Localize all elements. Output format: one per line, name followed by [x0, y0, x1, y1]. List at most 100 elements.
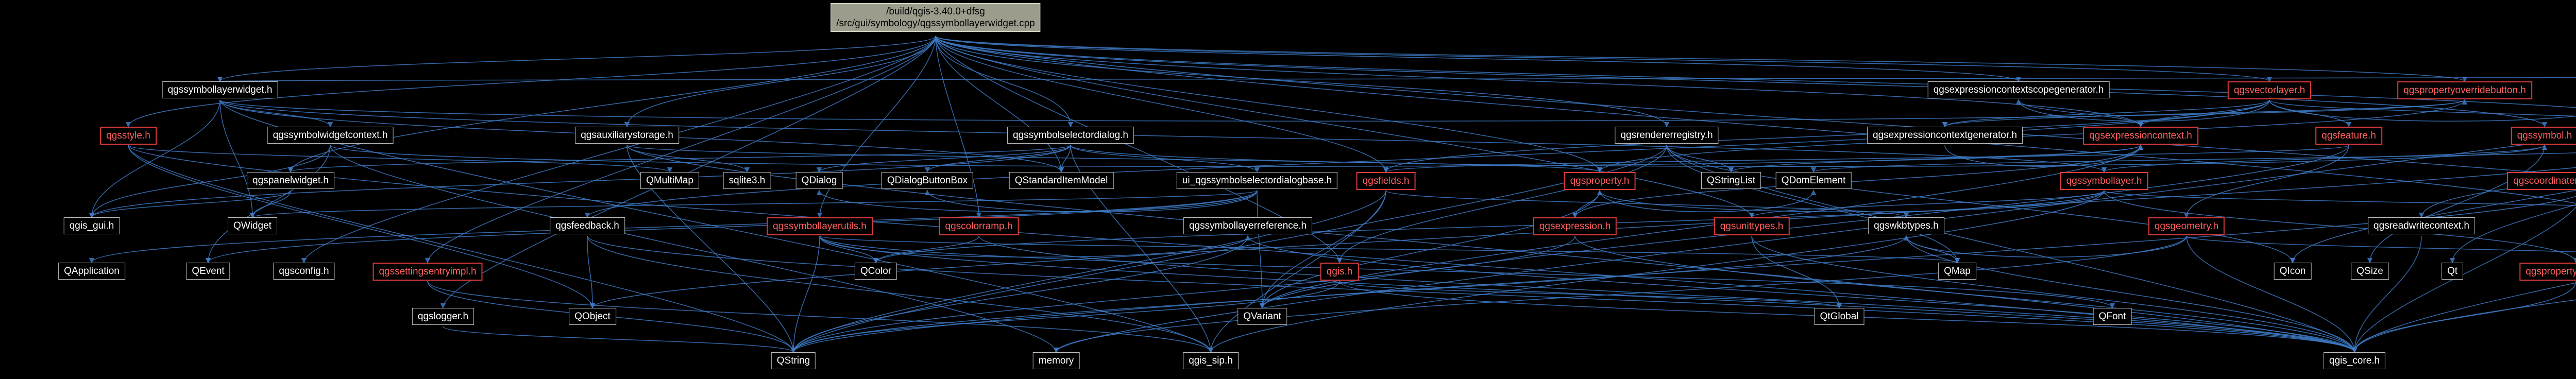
edge-seldialog-gui_h	[89, 145, 1071, 218]
graph-node-uibase[interactable]: ui_qgssymbolselectordialogbase.h	[1176, 172, 1338, 189]
edge-exprctx-qstringlist	[1728, 145, 2141, 173]
edge-seldialog-qdialog	[816, 145, 1071, 173]
graph-node-aux[interactable]: qgsauxiliarystorage.h	[575, 127, 679, 144]
graph-node-slref[interactable]: qgssymbollayerreference.h	[1183, 217, 1313, 234]
graph-node-exprctx[interactable]: qgsexpressioncontext.h	[2083, 127, 2198, 145]
graph-node-swc[interactable]: qgssymbolwidgetcontext.h	[267, 127, 394, 144]
edge-crs-qstring	[791, 195, 2576, 353]
edge-panel-gui_h	[89, 190, 291, 218]
graph-node-sqlite[interactable]: sqlite3.h	[723, 172, 771, 189]
edge-wkbtypes-core	[1906, 235, 2358, 353]
edge-slutils-qfont	[819, 235, 2115, 309]
graph-node-symbollayer[interactable]: qgssymbollayer.h	[2060, 172, 2148, 190]
graph-node-readwrite[interactable]: qgsreadwritecontext.h	[2368, 217, 2475, 234]
graph-node-slw_h[interactable]: qgssymbollayerwidget.h	[162, 81, 278, 98]
edge-root-qpainter	[935, 36, 2576, 204]
graph-node-fields[interactable]: qgsfields.h	[1356, 172, 1416, 190]
graph-node-logger[interactable]: qgslogger.h	[412, 308, 474, 325]
graph-node-qdomelement[interactable]: QDomElement	[1775, 172, 1852, 189]
graph-node-qevent[interactable]: QEvent	[186, 263, 230, 280]
graph-node-core[interactable]: qgis_core.h	[2323, 352, 2386, 369]
graph-node-unittypes[interactable]: qgsunittypes.h	[1714, 217, 1790, 235]
graph-node-qwidget[interactable]: QWidget	[228, 217, 277, 234]
edge-root-seldialog	[935, 36, 1074, 128]
graph-node-qtglobal[interactable]: QtGlobal	[1814, 308, 1865, 325]
graph-node-settings[interactable]: qgssettingsentryimpl.h	[372, 263, 483, 281]
edge-geometry-qdomdoc	[2186, 235, 2576, 252]
graph-node-geometry[interactable]: qgsgeometry.h	[2148, 217, 2225, 235]
graph-node-qapp[interactable]: QApplication	[58, 263, 125, 280]
graph-node-qmultimap[interactable]: QMultiMap	[640, 172, 699, 189]
graph-node-propoverride[interactable]: qgspropertyoverridebutton.h	[2397, 81, 2532, 99]
edge-symbollayer-painteffect	[2104, 190, 2576, 206]
edge-wkbtypes-qstring	[790, 235, 1907, 353]
graph-node-qvariant[interactable]: QVariant	[1238, 308, 1287, 325]
graph-node-vectorlayer[interactable]: qgsvectorlayer.h	[2227, 81, 2312, 99]
graph-node-feedback[interactable]: qgsfeedback.h	[550, 217, 625, 234]
edge-uibase-qdbb	[924, 190, 1258, 212]
graph-node-ctxgen[interactable]: qgsexpressioncontextgenerator.h	[1867, 127, 2023, 144]
graph-node-qicon[interactable]: QIcon	[2274, 263, 2312, 280]
graph-node-feature[interactable]: qgsfeature.h	[2315, 127, 2382, 145]
edge-feedback-qobject	[587, 235, 596, 309]
graph-node-qstring[interactable]: QString	[771, 352, 816, 369]
graph-node-rendreg[interactable]: qgsrendererregistry.h	[1615, 127, 1719, 144]
edge-root-unittypes	[935, 36, 1755, 218]
edge-root-fields	[935, 36, 1389, 173]
edge-unittypes-core	[1751, 235, 2358, 353]
edge-feature-qvariant	[1259, 145, 2349, 309]
edge-slutils-qmap	[819, 235, 1960, 264]
graph-node-gui_h[interactable]: qgis_gui.h	[63, 217, 120, 234]
graph-node-qtns[interactable]: Qt	[2441, 263, 2464, 280]
graph-node-qstringlist[interactable]: QStringList	[1701, 172, 1761, 189]
graph-node-symbol[interactable]: qgssymbol.h	[2511, 127, 2576, 145]
edge-rendreg-qstringlist	[1666, 145, 1734, 173]
graph-node-propcoll[interactable]: qgspropertycollection.h	[2519, 263, 2576, 281]
graph-node-qsim[interactable]: QStandardItemModel	[1009, 172, 1114, 189]
graph-node-memory[interactable]: memory	[1032, 352, 1080, 369]
edge-expression-qstring	[790, 235, 1575, 353]
edge-settings-sip	[427, 281, 1214, 353]
edge-maplayer-qdomelement	[1811, 152, 2576, 173]
edge-seldialog-qdbb	[924, 145, 1071, 173]
graph-node-style[interactable]: qgsstyle.h	[100, 127, 157, 145]
graph-node-panel[interactable]: qgspanelwidget.h	[247, 172, 334, 189]
edge-root-qsim	[935, 36, 1064, 173]
edge-slw_h-symbollayer	[219, 99, 2107, 173]
edge-geometry-wkbtypes	[1903, 235, 2187, 257]
graph-node-qfont[interactable]: QFont	[2093, 308, 2132, 325]
edge-root-propoverride	[935, 36, 2467, 82]
edge-rendreg-qgish	[1336, 145, 1667, 264]
graph-node-sip[interactable]: qgis_sip.h	[1183, 352, 1239, 369]
edge-qgish-qstring	[790, 281, 1340, 353]
edge-expression-core	[1574, 235, 2358, 353]
graph-node-colorramp[interactable]: qgscolorramp.h	[939, 217, 1019, 235]
graph-node-ctxscopegen[interactable]: qgsexpressioncontextscopegenerator.h	[1927, 81, 2110, 98]
graph-node-property[interactable]: qgsproperty.h	[1564, 172, 1636, 190]
edge-feedback-sip	[587, 235, 1214, 353]
graph-node-qcolor[interactable]: QColor	[854, 263, 897, 280]
graph-node-qobject[interactable]: QObject	[569, 308, 616, 325]
edge-uibase-qapp	[89, 190, 1258, 264]
graph-node-seldialog[interactable]: qgssymbolselectordialog.h	[1007, 127, 1134, 144]
graph-node-config[interactable]: qgsconfig.h	[273, 263, 335, 280]
edge-swc-memory	[330, 145, 1059, 353]
graph-node-label-line: /build/qgis-3.40.0+dfsg	[886, 6, 985, 17]
graph-node-expression[interactable]: qgsexpression.h	[1533, 217, 1617, 235]
graph-node-qdbb[interactable]: QDialogButtonBox	[881, 172, 974, 189]
edge-property-qdomelement	[1599, 190, 1817, 212]
edge-unittypes-qtglobal	[1751, 235, 1842, 309]
edge-slref-core	[1247, 235, 2358, 353]
graph-node-qgish[interactable]: qgis.h	[1320, 263, 1359, 281]
graph-node-crs[interactable]: qgscoordinatereferencesystem.h	[2507, 172, 2576, 190]
edge-propcoll-core	[2351, 281, 2576, 353]
graph-node-slutils[interactable]: qgssymbollayerutils.h	[767, 217, 873, 235]
graph-node-label-line: /src/gui/symbology/qgssymbollayerwidget.…	[836, 18, 1035, 29]
edge-root-symbol	[935, 36, 2547, 128]
graph-node-qmap[interactable]: QMap	[1938, 263, 1976, 280]
graph-node-qdialog[interactable]: QDialog	[795, 172, 843, 189]
graph-node-wkbtypes[interactable]: qgswkbtypes.h	[1868, 217, 1944, 234]
graph-node-qsize[interactable]: QSize	[2351, 263, 2389, 280]
graph-node-root[interactable]: /build/qgis-3.40.0+dfsg/src/gui/symbolog…	[831, 3, 1041, 32]
